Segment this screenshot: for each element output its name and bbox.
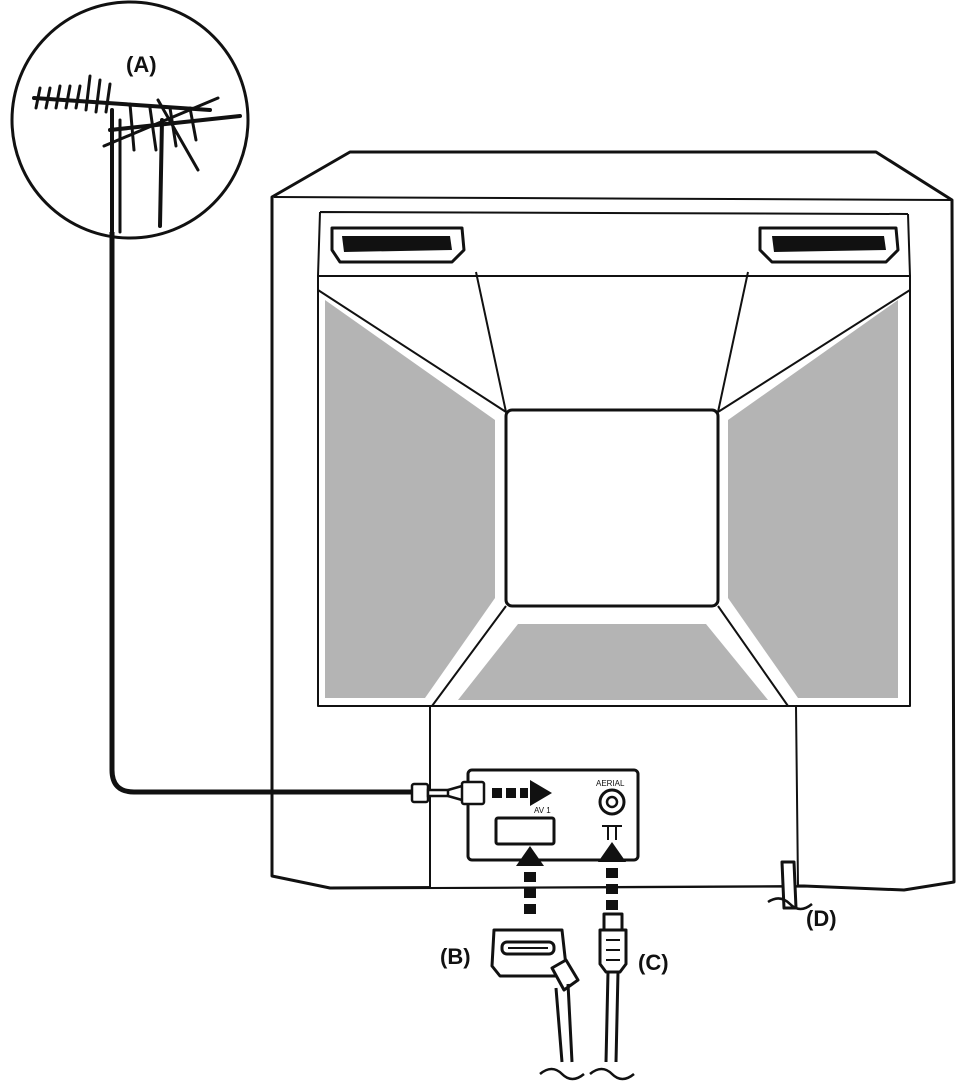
scart-plug-icon xyxy=(490,928,580,1063)
callout-d: (D) xyxy=(806,906,837,931)
left-handle-inner xyxy=(342,236,452,252)
left-vent xyxy=(325,300,495,698)
cabinet-top-bevel xyxy=(273,196,953,201)
aerial-cable xyxy=(109,232,414,795)
right-handle-inner xyxy=(772,236,886,252)
cabinet-inner-top xyxy=(317,211,911,277)
callout-b: (B) xyxy=(440,944,471,969)
aerial-plug-insert-arrow xyxy=(598,842,626,910)
power-cord-icon xyxy=(767,860,813,911)
av1-label: AV 1 xyxy=(534,806,551,815)
callout-c: (C) xyxy=(638,950,669,975)
scart-socket xyxy=(494,816,556,846)
antenna-illustration xyxy=(10,0,250,240)
center-housing xyxy=(504,408,720,608)
aerial-plug-icon xyxy=(598,912,628,1063)
right-vent xyxy=(728,300,898,698)
aerial-label: AERIAL xyxy=(596,779,625,788)
antenna-icon xyxy=(32,74,242,234)
bottom-vent xyxy=(458,624,768,700)
vent-areas xyxy=(325,300,898,700)
scart-insert-arrow xyxy=(516,846,544,914)
aerial-socket-inner xyxy=(605,795,619,809)
aerial-cable-break xyxy=(589,1067,635,1081)
aerial-symbol-icon xyxy=(602,825,622,840)
plug-insert-arrow xyxy=(492,780,552,806)
rear-panel-frame xyxy=(317,275,911,707)
panel-diagonals xyxy=(317,271,911,707)
scart-cable-break xyxy=(539,1067,585,1081)
aerial-cable-plug xyxy=(410,780,486,806)
callout-a: (A) xyxy=(126,52,157,77)
